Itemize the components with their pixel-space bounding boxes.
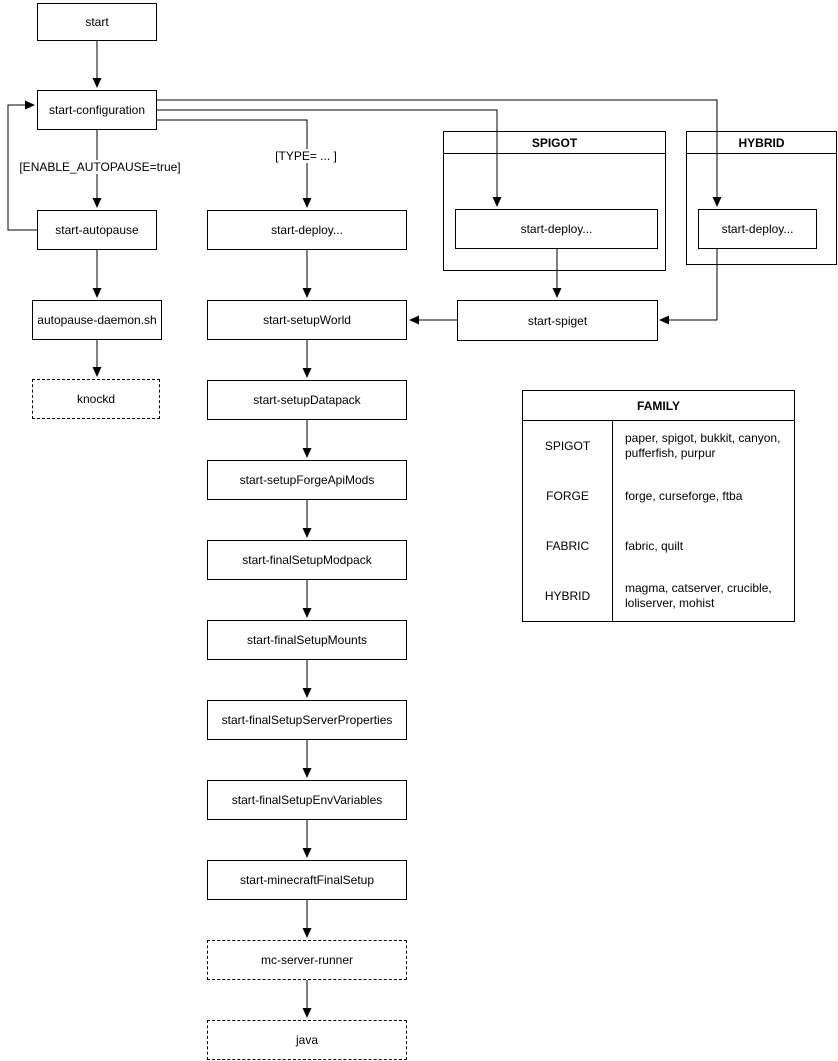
- family-row-forge: FORGE forge, curseforge, ftba: [523, 471, 794, 521]
- node-autopause-daemon: autopause-daemon.sh: [32, 300, 162, 340]
- node-start-configuration: start-configuration: [37, 90, 157, 130]
- family-row-members: fabric, quilt: [625, 538, 684, 553]
- family-table: FAMILY SPIGOT paper, spigot, bukkit, can…: [522, 390, 795, 622]
- family-table-body: SPIGOT paper, spigot, bukkit, canyon, pu…: [523, 421, 794, 621]
- node-start-finalsetupmodpack: start-finalSetupModpack: [207, 540, 407, 580]
- edge-configuration-to-spigot-deploy: [157, 109, 502, 207]
- node-start: start: [37, 3, 157, 41]
- edge-configuration-to-deploy: [157, 119, 312, 208]
- container-spigot-title: SPIGOT: [444, 132, 665, 154]
- family-row-members: paper, spigot, bukkit, canyon, pufferfis…: [625, 431, 781, 460]
- family-row-members: magma, catserver, crucible, loliserver, …: [625, 581, 772, 610]
- container-hybrid-title: HYBRID: [687, 132, 836, 154]
- edge-label-enable-autopause: [ENABLE_AUTOPAUSE=true]: [17, 160, 183, 174]
- family-row-spigot: SPIGOT paper, spigot, bukkit, canyon, pu…: [523, 421, 794, 471]
- node-start-setupdatapack: start-setupDatapack: [207, 380, 407, 420]
- edge-autopause-loop-to-configuration: [7, 100, 37, 231]
- node-start-finalsetupmounts: start-finalSetupMounts: [207, 620, 407, 660]
- node-start-minecraftfinalsetup: start-minecraftFinalSetup: [207, 860, 407, 900]
- node-java: java: [207, 1020, 407, 1060]
- family-row-label: HYBRID: [523, 571, 613, 621]
- family-table-title: FAMILY: [523, 391, 794, 421]
- node-start-finalsetupenvvariables: start-finalSetupEnvVariables: [207, 780, 407, 820]
- family-row-label: SPIGOT: [523, 421, 613, 471]
- node-start-setupworld: start-setupWorld: [207, 300, 407, 340]
- node-start-autopause: start-autopause: [37, 210, 157, 250]
- family-row-members: forge, curseforge, ftba: [625, 488, 743, 503]
- node-start-spiget: start-spiget: [457, 300, 658, 341]
- node-knockd: knockd: [32, 379, 160, 419]
- node-start-deploy: start-deploy...: [207, 210, 407, 250]
- node-spigot-start-deploy: start-deploy...: [455, 209, 658, 249]
- node-mc-server-runner: mc-server-runner: [207, 940, 407, 980]
- edge-configuration-to-hybrid-deploy: [157, 99, 722, 207]
- family-row-fabric: FABRIC fabric, quilt: [523, 521, 794, 571]
- family-row-label: FORGE: [523, 471, 613, 521]
- family-row-hybrid: HYBRID magma, catserver, crucible, lolis…: [523, 571, 794, 621]
- family-row-label: FABRIC: [523, 521, 613, 571]
- node-hybrid-start-deploy: start-deploy...: [698, 209, 817, 249]
- node-start-finalsetupserverproperties: start-finalSetupServerProperties: [207, 700, 407, 740]
- node-start-setupforgeapimods: start-setupForgeApiMods: [207, 460, 407, 500]
- edge-hybrid-deploy-to-spiget: [659, 249, 718, 325]
- edge-label-type: [TYPE= ... ]: [273, 149, 339, 163]
